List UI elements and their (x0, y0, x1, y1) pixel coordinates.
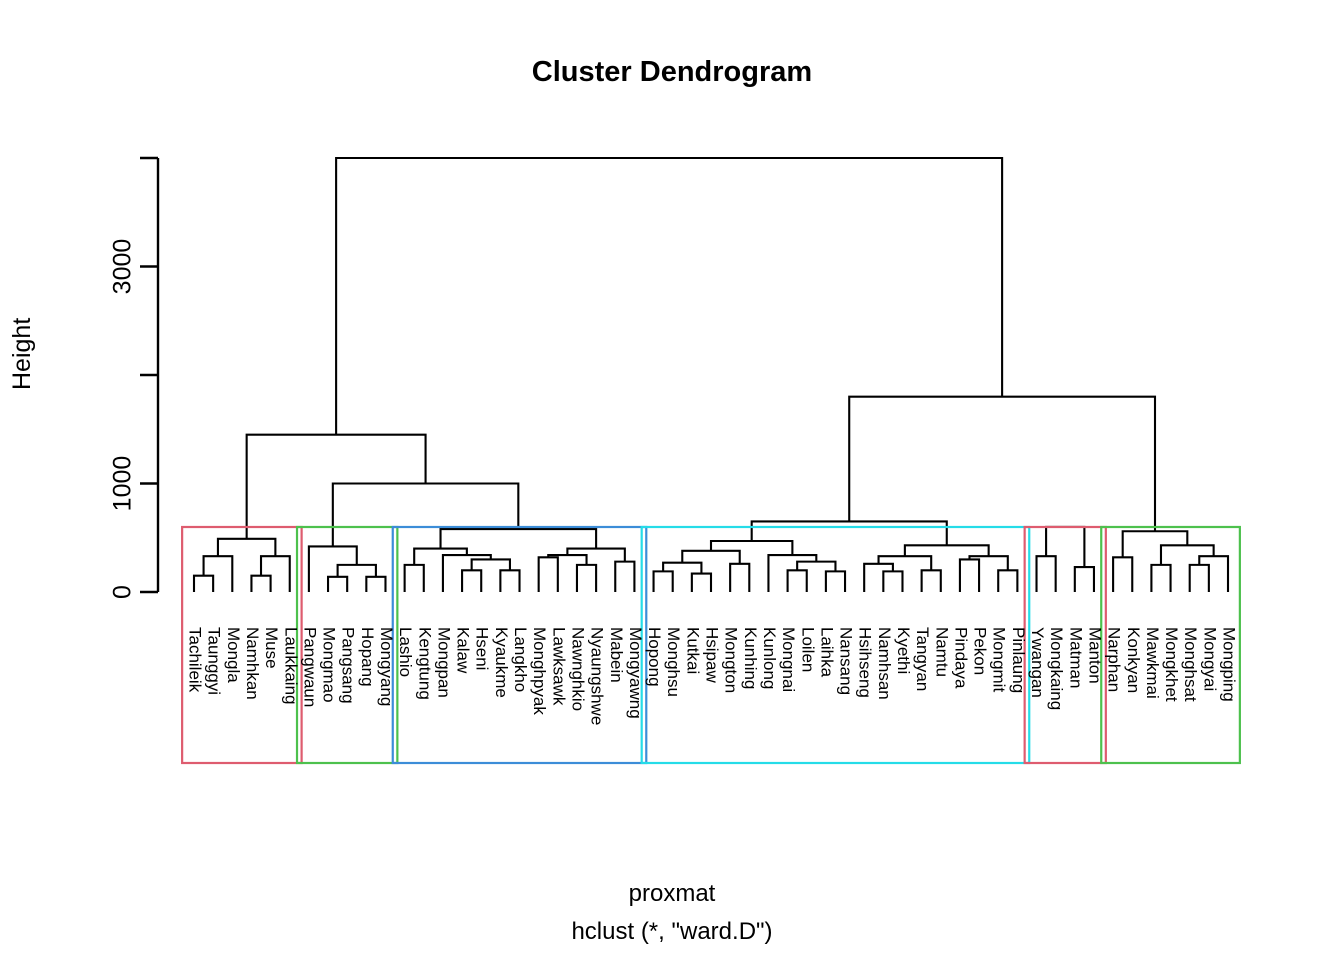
svg-text:Lawksawk: Lawksawk (549, 627, 568, 706)
page-title: Cluster Dendrogram (531, 56, 813, 88)
svg-text:Loilen: Loilen (798, 627, 817, 672)
svg-text:Nyaungshwe: Nyaungshwe (588, 627, 607, 725)
svg-text:Mongkaing: Mongkaing (1047, 627, 1066, 710)
x-axis-label-line2: hclust (*, "ward.D") (571, 918, 773, 945)
svg-text:Namhkan: Namhkan (243, 627, 262, 700)
svg-text:Muse: Muse (262, 627, 281, 669)
svg-text:Hseni: Hseni (473, 627, 492, 670)
svg-text:Taunggyi: Taunggyi (205, 627, 224, 695)
dendrogram-tree (192, 156, 1230, 592)
svg-text:Lashio: Lashio (396, 627, 415, 677)
svg-text:Pangwaun: Pangwaun (300, 627, 319, 707)
svg-text:Matman: Matman (1066, 627, 1085, 688)
svg-text:Monghpyak: Monghpyak (530, 627, 549, 715)
svg-text:Mongmit: Mongmit (990, 627, 1009, 692)
svg-text:Mongla: Mongla (224, 627, 243, 683)
svg-text:3000: 3000 (109, 239, 137, 295)
svg-text:Mawkmai: Mawkmai (1143, 627, 1162, 699)
cluster-boxes (181, 525, 1241, 765)
svg-text:Pekon: Pekon (971, 627, 990, 675)
svg-text:Mabein: Mabein (607, 627, 626, 683)
svg-text:Mongton: Mongton (722, 627, 741, 693)
svg-text:Laukkaing: Laukkaing (281, 627, 300, 705)
svg-text:Hopang: Hopang (358, 627, 377, 687)
svg-text:Ywangan: Ywangan (1028, 627, 1047, 698)
svg-text:Mongnai: Mongnai (779, 627, 798, 692)
svg-text:Nansang: Nansang (837, 627, 856, 695)
svg-text:Konkyan: Konkyan (1124, 627, 1143, 693)
svg-text:Mongkhet: Mongkhet (1162, 627, 1181, 702)
svg-text:Mongpan: Mongpan (434, 627, 453, 698)
svg-text:Manton: Manton (1085, 627, 1104, 684)
svg-text:Mongmao: Mongmao (320, 627, 339, 703)
svg-text:Namhsan: Namhsan (875, 627, 894, 700)
svg-text:Kyethi: Kyethi (894, 627, 913, 674)
svg-text:Hsihseng: Hsihseng (856, 627, 875, 698)
svg-text:Pinlaung: Pinlaung (1009, 627, 1028, 693)
y-axis: 0 1000 3000 (109, 156, 160, 599)
svg-text:Langkho: Langkho (511, 627, 530, 692)
svg-text:Kalaw: Kalaw (454, 627, 473, 674)
svg-text:Pindaya: Pindaya (951, 627, 970, 689)
svg-text:Narphan: Narphan (1105, 627, 1124, 692)
svg-text:Hsipaw: Hsipaw (703, 627, 722, 683)
svg-text:Kunhing: Kunhing (741, 627, 760, 689)
svg-text:Mongyai: Mongyai (1200, 627, 1219, 691)
svg-text:Tachileik: Tachileik (186, 627, 205, 693)
svg-text:Pangsang: Pangsang (339, 627, 358, 704)
y-axis-title: Height (8, 317, 36, 390)
svg-text:Monghsu: Monghsu (664, 627, 683, 697)
svg-text:Kunlong: Kunlong (760, 627, 779, 689)
svg-text:Namtu: Namtu (932, 627, 951, 677)
svg-text:1000: 1000 (109, 456, 137, 512)
svg-text:Hopong: Hopong (645, 627, 664, 687)
svg-text:Monghsat: Monghsat (1181, 627, 1200, 702)
svg-text:Kutkai: Kutkai (683, 627, 702, 674)
svg-text:Nawnghkio: Nawnghkio (568, 627, 587, 711)
svg-text:Kengtung: Kengtung (415, 627, 434, 700)
svg-text:Kyaukme: Kyaukme (492, 627, 511, 698)
svg-text:Mongping: Mongping (1220, 627, 1239, 702)
svg-text:Tangyan: Tangyan (913, 627, 932, 691)
svg-text:Laihka: Laihka (817, 627, 836, 678)
x-axis-label-line1: proxmat (628, 880, 716, 907)
svg-text:Mongyang: Mongyang (377, 627, 396, 706)
svg-text:0: 0 (109, 585, 137, 599)
svg-text:Mongyawng: Mongyawng (626, 627, 645, 719)
